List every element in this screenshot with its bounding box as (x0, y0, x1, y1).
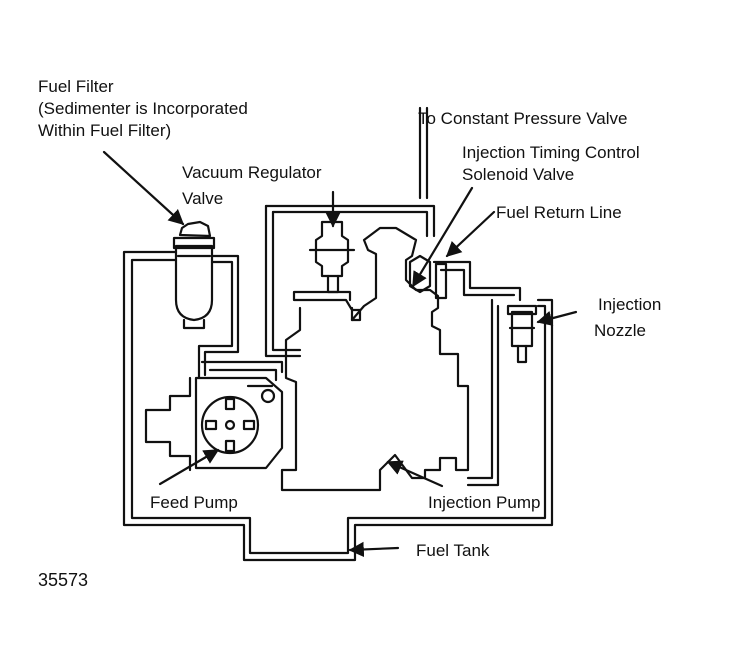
injection-nozzle-label-line2: Nozzle (594, 321, 646, 340)
feed-pump (144, 376, 284, 472)
constant-pressure-valve-label: To Constant Pressure Valve (418, 109, 628, 128)
vacuum-regulator-valve (308, 220, 356, 294)
vacuum-regulator-label-line2: Valve (182, 189, 224, 208)
fuel-filter (172, 220, 216, 330)
fuel-line-loop (122, 106, 554, 562)
injection-pump-label: Injection Pump (428, 493, 541, 512)
leader-arrows (102, 150, 578, 558)
fuel-return-line-label: Fuel Return Line (496, 203, 622, 222)
fuel-filter-label-line1: Fuel Filter (38, 77, 114, 96)
injection-pump-body (280, 226, 470, 492)
fuel-filter-label-line3: Within Fuel Filter) (38, 121, 172, 140)
injection-timing-label-line1: Injection Timing Control (462, 143, 640, 162)
injection-timing-label-line2: Solenoid Valve (462, 165, 575, 184)
injection-nozzle-label-line1: Injection (598, 295, 662, 314)
figure-number: 35573 (38, 570, 89, 590)
fuel-filter-label-line2: (Sedimenter is Incorporated (38, 99, 248, 118)
fuel-tank-label: Fuel Tank (416, 541, 490, 560)
feed-pump-label: Feed Pump (150, 493, 238, 512)
vacuum-regulator-label-line1: Vacuum Regulator (182, 163, 322, 182)
injection-nozzle (506, 304, 538, 364)
